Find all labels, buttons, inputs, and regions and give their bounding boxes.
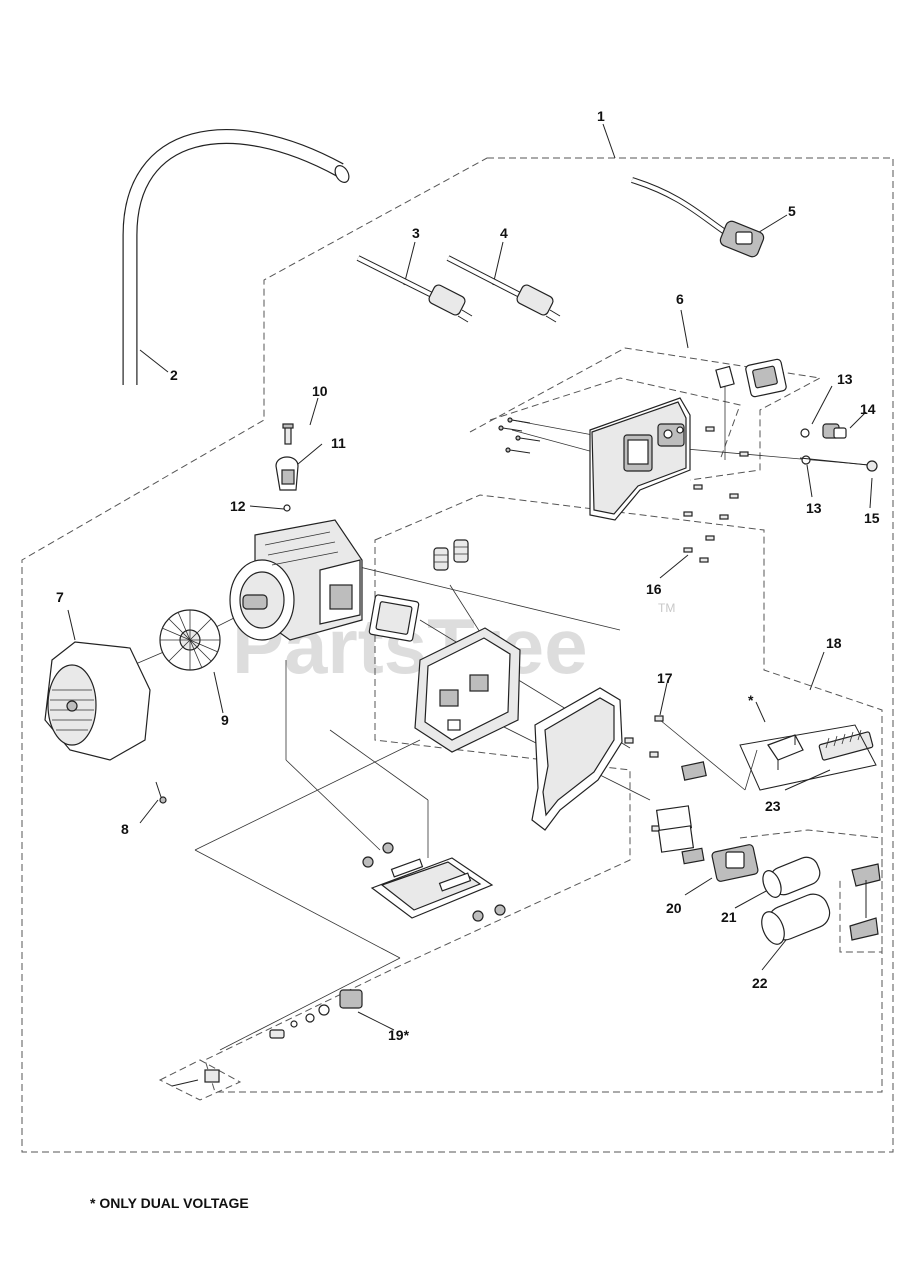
- callout-19: 19*: [388, 1027, 410, 1043]
- assembly-boundary-inner: [489, 377, 741, 461]
- footnote-dual-voltage: * ONLY DUAL VOLTAGE: [90, 1195, 249, 1211]
- callout-7: 7: [56, 589, 64, 605]
- callout-20: 20: [666, 900, 682, 916]
- leader-lines: [67, 123, 873, 1051]
- clip-small: [681, 847, 705, 865]
- callout-6: 6: [676, 291, 684, 307]
- callout-17: 17: [657, 670, 673, 686]
- motor-assembly: [229, 519, 363, 641]
- assembly-boundary-control-panel: [469, 347, 822, 481]
- screw-10: [282, 423, 294, 445]
- control-panel-assembly: [589, 358, 787, 521]
- assembly-boundary-main: [21, 157, 894, 1153]
- power-cord-5: [631, 177, 765, 258]
- switch-assembly-19: [158, 989, 363, 1101]
- base-plate: [362, 842, 506, 922]
- panel-screws: [498, 417, 749, 563]
- watermark-trademark: TM: [658, 601, 675, 615]
- power-cord-3: [356, 255, 473, 323]
- callout-10: 10: [312, 383, 328, 399]
- washer-13a: [800, 428, 810, 438]
- callout-18: 18: [826, 635, 842, 651]
- callout-21: 21: [721, 909, 737, 925]
- callout-3: 3: [412, 225, 420, 241]
- callout-9: 9: [221, 712, 229, 728]
- callout-13a: 13: [837, 371, 853, 387]
- hose-part: [122, 129, 344, 385]
- callout-15: 15: [864, 510, 880, 526]
- callout-13b: 13: [806, 500, 822, 516]
- callout-22: 22: [752, 975, 768, 991]
- fan-cover-7: [44, 641, 151, 761]
- callout-11: 11: [331, 435, 346, 451]
- terminal-box-housing: [414, 627, 521, 753]
- terminal-block-23: [739, 724, 877, 791]
- assembly-boundary-housing: [204, 494, 883, 1093]
- screw-8: [155, 781, 167, 804]
- power-cord-4: [446, 255, 561, 323]
- clip-11: [275, 456, 299, 491]
- callout-2: 2: [170, 367, 178, 383]
- callout-14: 14: [860, 401, 876, 417]
- washer-13b: [801, 455, 811, 465]
- callout-4: 4: [500, 225, 508, 241]
- light-15: [799, 457, 878, 472]
- screws-17: [624, 715, 664, 832]
- callout-16: 16: [646, 581, 662, 597]
- fan-9: [159, 609, 221, 671]
- cable-glands: [433, 539, 469, 571]
- callout-12: 12: [230, 498, 246, 514]
- capacitor-21: [762, 856, 821, 898]
- callout-5: 5: [788, 203, 796, 219]
- washer-12: [283, 504, 291, 512]
- fuse-block: [681, 761, 707, 781]
- callout-star: *: [748, 692, 754, 708]
- capacitor-brackets: [849, 863, 881, 941]
- assembly-boundary-capacitor: [739, 829, 883, 953]
- callout-8: 8: [121, 821, 129, 837]
- callouts: 1 2 3 4 5 6 7 8 9 10 11 12 13 13 14 15 1…: [56, 108, 880, 1043]
- capacitor-22: [761, 893, 831, 945]
- label-plates: [655, 805, 695, 853]
- capacitor-module-20: [711, 844, 759, 882]
- switch-14: [822, 423, 847, 439]
- callout-23: 23: [765, 798, 781, 814]
- callout-1: 1: [597, 108, 605, 124]
